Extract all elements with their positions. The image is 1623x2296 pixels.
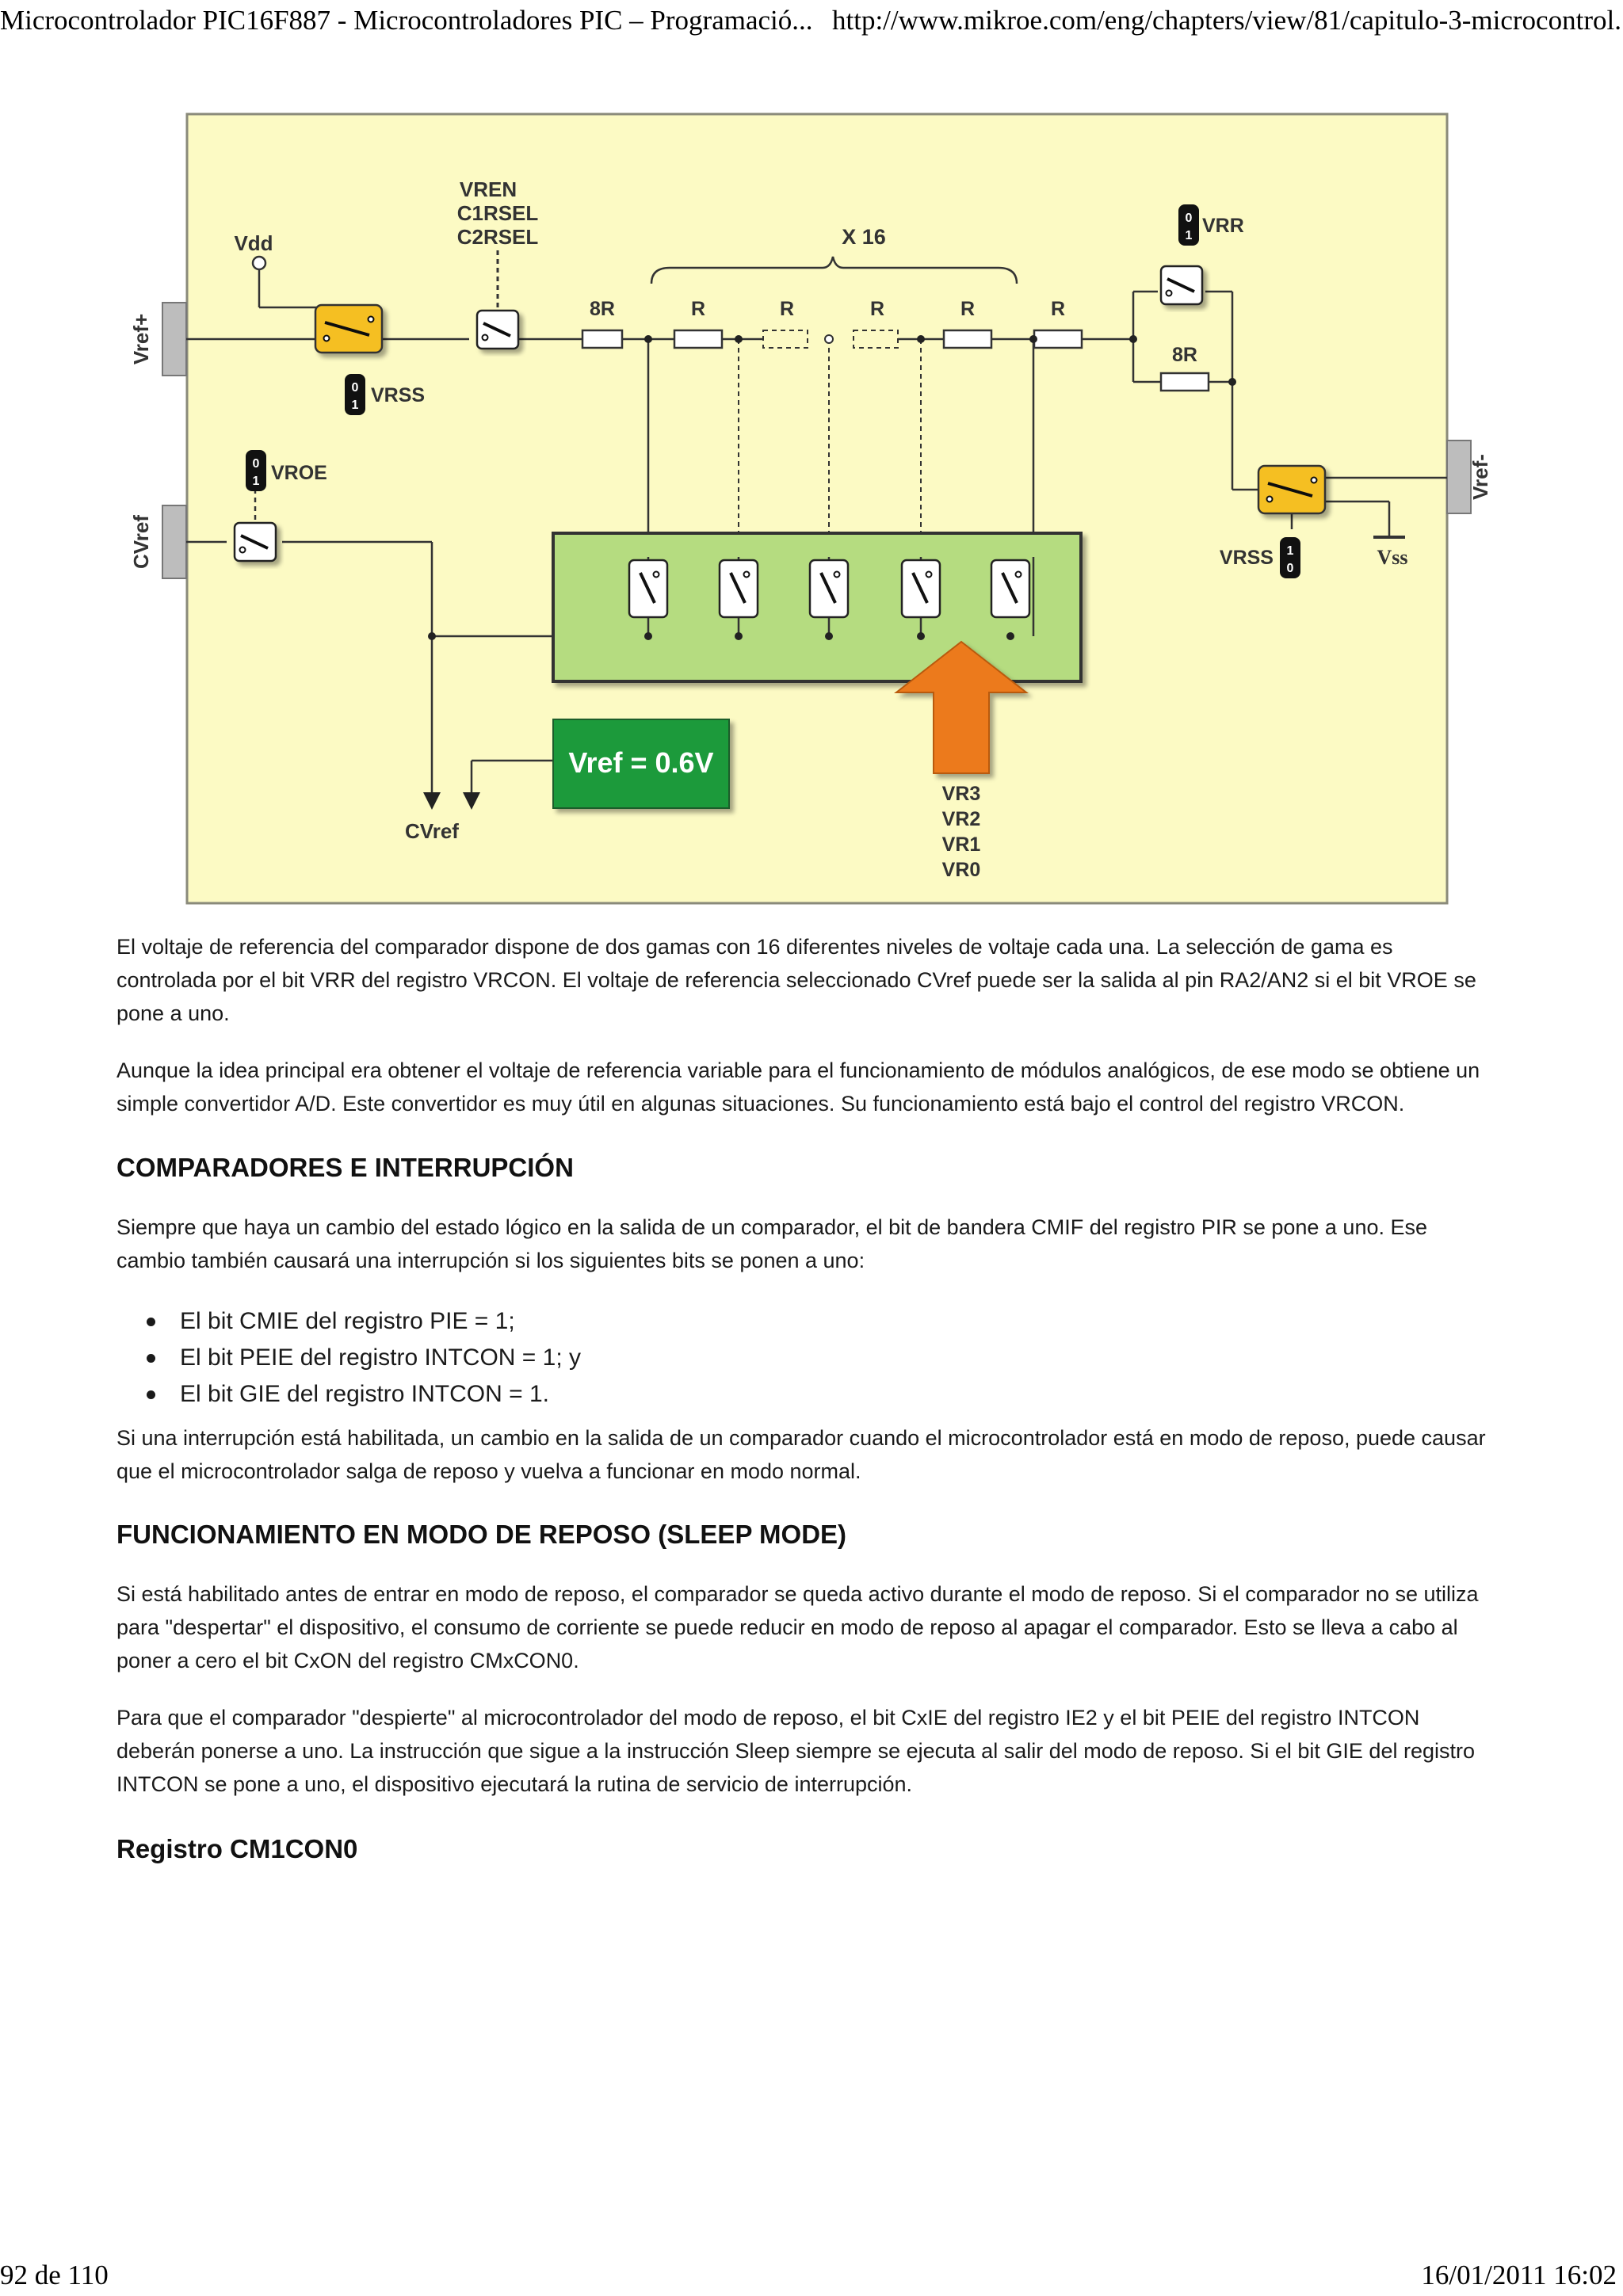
- svg-text:1: 1: [1287, 544, 1294, 558]
- heading-modo-reposo: FUNCIONAMIENTO EN MODO DE REPOSO (SLEEP …: [116, 1520, 847, 1549]
- label-r5: R: [1051, 298, 1065, 320]
- label-r3: R: [870, 298, 884, 320]
- paragraph-3: Siempre que haya un cambio del estado ló…: [116, 1215, 1428, 1272]
- vroe-toggle: 0 1: [246, 450, 266, 491]
- page-counter: 92 de 110: [0, 2260, 109, 2290]
- label-vss: Vss: [1377, 546, 1407, 569]
- label-c2rsel: C2RSEL: [457, 225, 539, 249]
- vref-plus-pin: [162, 302, 187, 376]
- page-header-url: http://www.mikroe.com/eng/chapters/view/…: [832, 5, 1623, 36]
- cvref-pin-label: CVref: [129, 515, 153, 569]
- mux-switch-1: [628, 559, 669, 619]
- svg-text:1: 1: [352, 399, 359, 412]
- vrss-right-toggle: 1 0: [1280, 537, 1300, 578]
- vroe-switch: [233, 521, 277, 563]
- resistor-8r-right: [1159, 372, 1210, 392]
- paragraph-6: Para que el comparador "despierte" al mi…: [116, 1706, 1475, 1796]
- x16-brace: [650, 256, 1018, 284]
- resistor-r5: [1033, 329, 1083, 349]
- paragraph-5: Si está habilitado antes de entrar en mo…: [116, 1582, 1479, 1672]
- svg-text:1: 1: [253, 475, 260, 488]
- label-vrr: VRR: [1202, 215, 1244, 237]
- resistor-r4: [942, 329, 993, 349]
- label-vrss-right: VRSS: [1220, 547, 1274, 569]
- paragraph-4: Si una interrupción está habilitada, un …: [116, 1426, 1486, 1483]
- page-header-title: Microcontrolador PIC16F887 - Microcontro…: [0, 5, 813, 36]
- vref-value-text: Vref = 0.6V: [568, 746, 713, 779]
- label-8r-top: 8R: [590, 298, 615, 320]
- paragraph-2: Aunque la idea principal era obtener el …: [116, 1058, 1480, 1116]
- paragraph-1: El voltaje de referencia del comparador …: [116, 935, 1476, 1025]
- label-r2: R: [780, 298, 794, 320]
- vren-switch: [475, 309, 520, 350]
- label-vroe: VROE: [271, 462, 327, 484]
- vr-input-arrow: [894, 640, 1029, 774]
- svg-text:0: 0: [1287, 562, 1294, 575]
- label-vr3: VR3: [942, 783, 981, 805]
- vrr-toggle: 0 1: [1178, 204, 1199, 246]
- vrss-left-toggle: 0 1: [345, 374, 365, 415]
- vrss-switch-right: [1257, 464, 1327, 515]
- label-x16: X 16: [842, 225, 886, 249]
- diagram-background: [185, 113, 1449, 905]
- vrr-switch: [1159, 265, 1204, 306]
- svg-text:0: 0: [352, 381, 359, 395]
- label-vr0: VR0: [942, 859, 981, 881]
- voltage-reference-diagram: Vref+ CVref Vref-: [129, 113, 1492, 905]
- label-vdd: Vdd: [234, 231, 273, 255]
- mux-switch-2: [718, 559, 759, 619]
- label-vr2: VR2: [942, 808, 981, 830]
- label-vr1: VR1: [942, 833, 981, 856]
- mux-switch-3: [808, 559, 850, 619]
- vref-value-box: [552, 719, 730, 809]
- svg-text:1: 1: [1186, 229, 1193, 242]
- list-item: El bit CMIE del registro PIE = 1;: [116, 1303, 1491, 1340]
- cvref-pin: [162, 505, 187, 579]
- print-datetime: 16/01/2011 16:02: [1421, 2260, 1617, 2290]
- label-c1rsel: C1RSEL: [457, 201, 539, 225]
- list-item: El bit GIE del registro INTCON = 1.: [116, 1376, 1491, 1413]
- label-8r-right: 8R: [1172, 344, 1197, 366]
- label-cvref-out: CVref: [405, 819, 459, 843]
- mux-switch-4: [900, 559, 941, 619]
- mux-switch-5: [990, 559, 1031, 619]
- vref-minus-label: Vref-: [1468, 454, 1492, 500]
- label-r4: R: [960, 298, 975, 320]
- bullet-list: El bit CMIE del registro PIE = 1; El bit…: [116, 1303, 1491, 1413]
- label-r1: R: [691, 298, 705, 320]
- heading-comparadores-interrupcion: COMPARADORES E INTERRUPCIÓN: [116, 1153, 574, 1182]
- heading-registro-cm1con0: Registro CM1CON0: [116, 1834, 358, 1863]
- label-vrss-left: VRSS: [371, 384, 425, 406]
- vref-minus-pin: [1446, 440, 1472, 514]
- resistor-8r-top: [581, 329, 624, 349]
- resistor-r1: [673, 329, 724, 349]
- label-vren: VREN: [460, 177, 517, 201]
- svg-text:0: 0: [1186, 212, 1193, 225]
- vref-plus-label: Vref+: [129, 314, 153, 364]
- svg-text:0: 0: [253, 457, 260, 471]
- vrss-switch-left: [314, 303, 384, 354]
- list-item: El bit PEIE del registro INTCON = 1; y: [116, 1340, 1491, 1376]
